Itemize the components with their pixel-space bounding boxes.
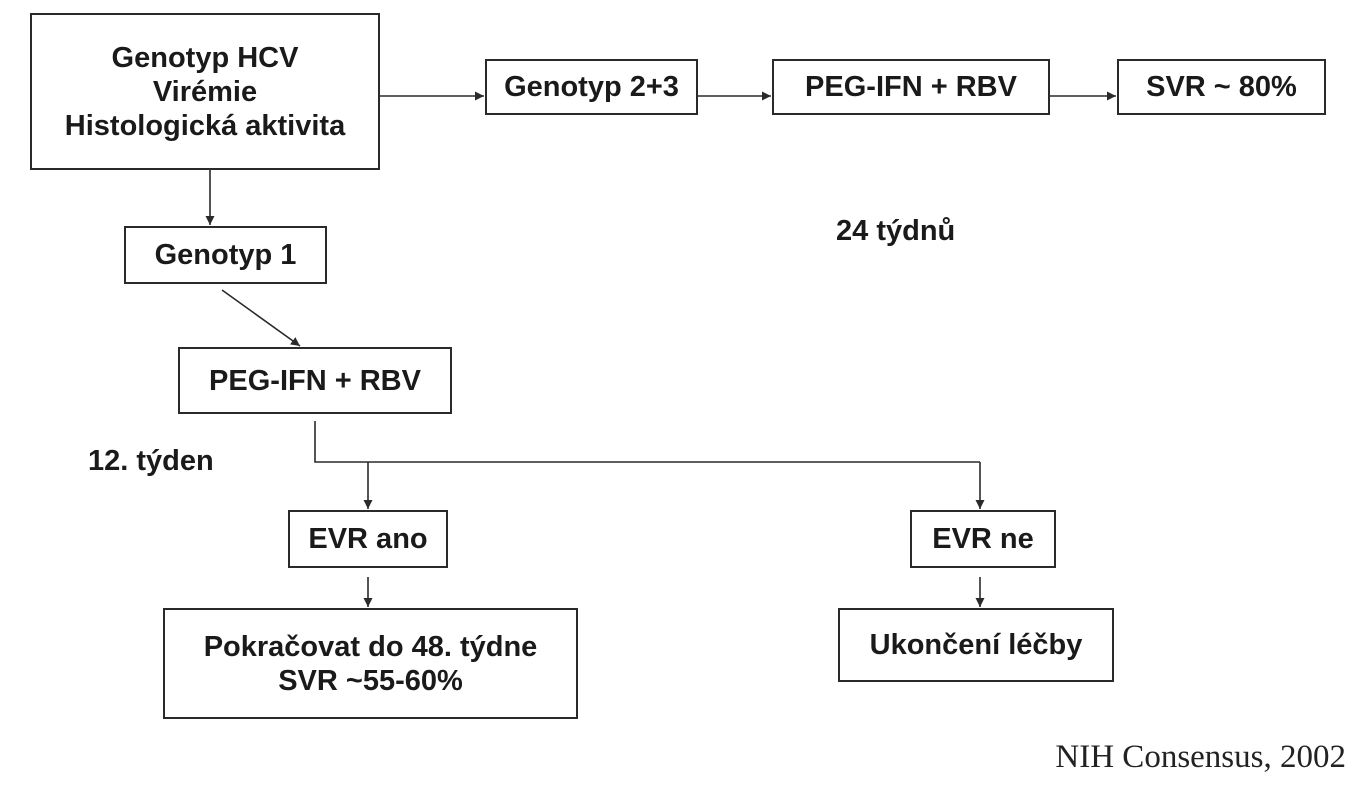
node-genotype-2-3: Genotyp 2+3	[485, 59, 698, 115]
node-genotype-1-label: Genotyp 1	[154, 239, 297, 271]
label-24-weeks: 24 týdnů	[836, 215, 956, 247]
node-start-line-3: Histologická aktivita	[64, 109, 346, 142]
label-12-week: 12. týden	[88, 445, 214, 477]
source-citation: NIH Consensus, 2002	[1055, 739, 1346, 775]
node-stop-treatment: Ukončení léčby	[838, 608, 1114, 682]
node-evr-no-label: EVR ne	[932, 523, 1034, 555]
node-start-line-2: Virémie	[152, 75, 258, 108]
node-start-criteria: Genotyp HCV Virémie Histologická aktivit…	[30, 13, 380, 170]
node-evr-no: EVR ne	[910, 510, 1056, 568]
node-genotype-1: Genotyp 1	[124, 226, 327, 284]
node-genotype-2-3-label: Genotyp 2+3	[504, 71, 679, 103]
node-svr-80: SVR ~ 80%	[1117, 59, 1326, 115]
node-continue-line-2: SVR ~55-60%	[278, 664, 463, 697]
node-start-line-1: Genotyp HCV	[111, 41, 299, 74]
node-continue-line-1: Pokračovat do 48. týdne	[203, 630, 538, 663]
node-peg-ifn-rbv-top: PEG-IFN + RBV	[772, 59, 1050, 115]
node-continue-treatment: Pokračovat do 48. týdne SVR ~55-60%	[163, 608, 578, 719]
node-stop-label: Ukončení léčby	[869, 629, 1083, 661]
node-svr-top-label: SVR ~ 80%	[1146, 71, 1297, 103]
arrow-genotype-1-to-peg-bottom	[221, 289, 301, 347]
node-evr-yes: EVR ano	[288, 510, 448, 568]
node-peg-ifn-rbv-bottom: PEG-IFN + RBV	[178, 347, 452, 414]
branch-line-peg-bottom	[314, 421, 980, 463]
node-peg-top-label: PEG-IFN + RBV	[805, 71, 1017, 103]
node-evr-yes-label: EVR ano	[308, 523, 428, 555]
node-peg-bottom-label: PEG-IFN + RBV	[209, 364, 421, 397]
